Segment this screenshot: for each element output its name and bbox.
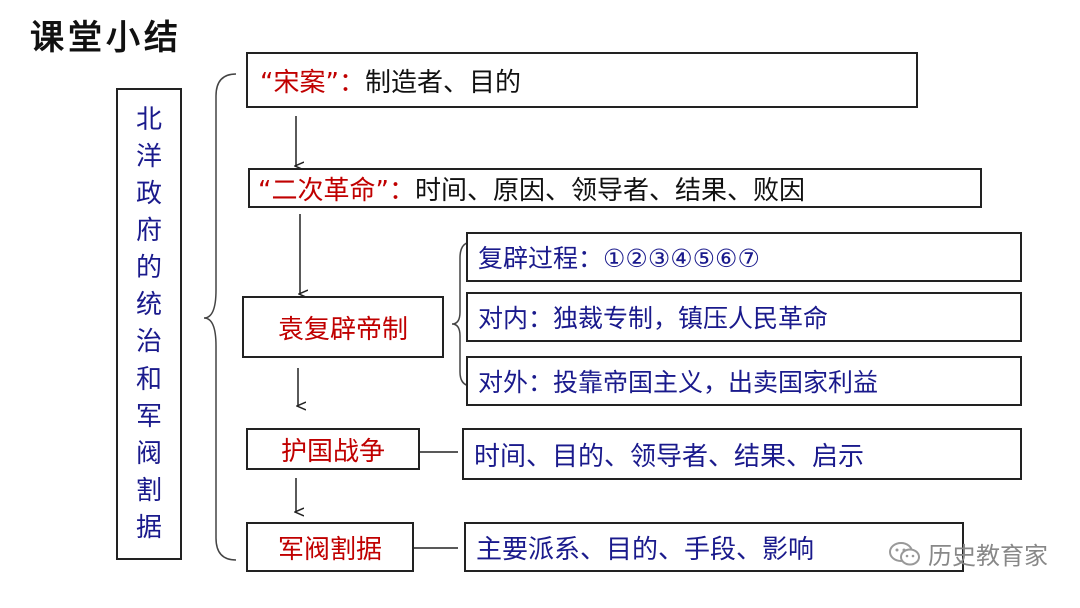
page-title: 课堂小结 xyxy=(30,18,182,58)
topic-vertical-label: 北洋政府的统治和军阀割据 xyxy=(116,88,182,560)
wechat-icon xyxy=(889,541,920,565)
watermark: 历史教育家 xyxy=(888,536,1048,571)
main-brace xyxy=(203,73,237,561)
vertical-label-char: 据 xyxy=(135,512,162,543)
vertical-label-char: 和 xyxy=(135,364,162,395)
yuan-branch-domestic: 对内：独裁专制，镇压人民革命 xyxy=(466,292,1022,342)
warlords-term: 军阀割据 xyxy=(277,534,382,565)
warlords-details-box: 主要派系、目的、手段、影响 xyxy=(464,522,964,572)
yuan-restoration-box: 袁复辟帝制 xyxy=(242,296,444,358)
vertical-label-char: 政 xyxy=(135,179,162,210)
national-protection-box: 护国战争 xyxy=(246,428,420,470)
song-case-box: “宋案”： 制造者、目的 xyxy=(246,52,918,108)
song-case-details: 制造者、目的 xyxy=(364,67,521,98)
vertical-label-char: 洋 xyxy=(135,142,162,173)
yuan-branch-foreign: 对外：投靠帝国主义，出卖国家利益 xyxy=(466,356,1022,406)
yuan-restoration-term: 袁复辟帝制 xyxy=(277,314,408,345)
vertical-label-char: 统 xyxy=(135,290,162,321)
vertical-label-char: 北 xyxy=(135,105,162,136)
warlords-details: 主要派系、目的、手段、影响 xyxy=(476,534,815,565)
watermark-text: 历史教育家 xyxy=(928,542,1048,570)
yuan-branch-process-text: 复辟过程：①②③④⑤⑥⑦ xyxy=(478,244,760,273)
vertical-label-char: 治 xyxy=(135,327,162,358)
yuan-branch-process: 复辟过程：①②③④⑤⑥⑦ xyxy=(466,232,1022,282)
warlords-box: 军阀割据 xyxy=(246,522,414,572)
national-protection-term: 护国战争 xyxy=(280,436,385,467)
national-protection-details: 时间、目的、领导者、结果、启示 xyxy=(474,441,865,472)
vertical-label-char: 割 xyxy=(135,475,162,506)
vertical-label-char: 的 xyxy=(135,253,162,284)
yuan-brace xyxy=(451,241,473,387)
second-revolution-term: “二次革命”： xyxy=(258,175,415,206)
second-revolution-box: “二次革命”： 时间、原因、领导者、结果、败因 xyxy=(248,168,982,208)
song-case-term: “宋案”： xyxy=(260,67,365,98)
yuan-branch-domestic-text: 对内：独裁专制，镇压人民革命 xyxy=(478,304,829,333)
national-protection-details-box: 时间、目的、领导者、结果、启示 xyxy=(462,428,1022,480)
yuan-branch-foreign-text: 对外：投靠帝国主义，出卖国家利益 xyxy=(478,368,879,397)
second-revolution-details: 时间、原因、领导者、结果、败因 xyxy=(414,175,805,206)
vertical-label-char: 府 xyxy=(135,216,162,247)
vertical-label-char: 军 xyxy=(135,401,162,432)
vertical-label-char: 阀 xyxy=(135,438,162,469)
